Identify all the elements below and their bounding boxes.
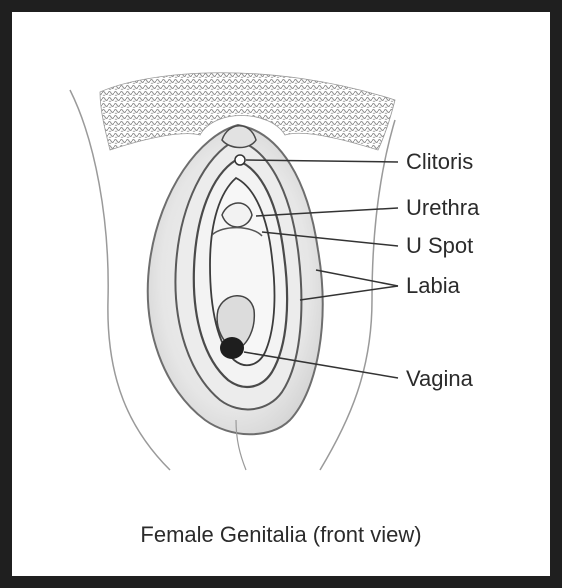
labia-leader-upper: [316, 270, 398, 286]
label-clitoris: Clitoris: [406, 151, 473, 173]
clitoris-glans: [235, 155, 245, 165]
label-u-spot: U Spot: [406, 235, 473, 257]
label-labia: Labia: [406, 275, 460, 297]
vaginal-opening: [220, 337, 244, 359]
diagram-caption: Female Genitalia (front view): [0, 522, 562, 548]
label-urethra: Urethra: [406, 197, 479, 219]
label-vagina: Vagina: [406, 368, 473, 390]
